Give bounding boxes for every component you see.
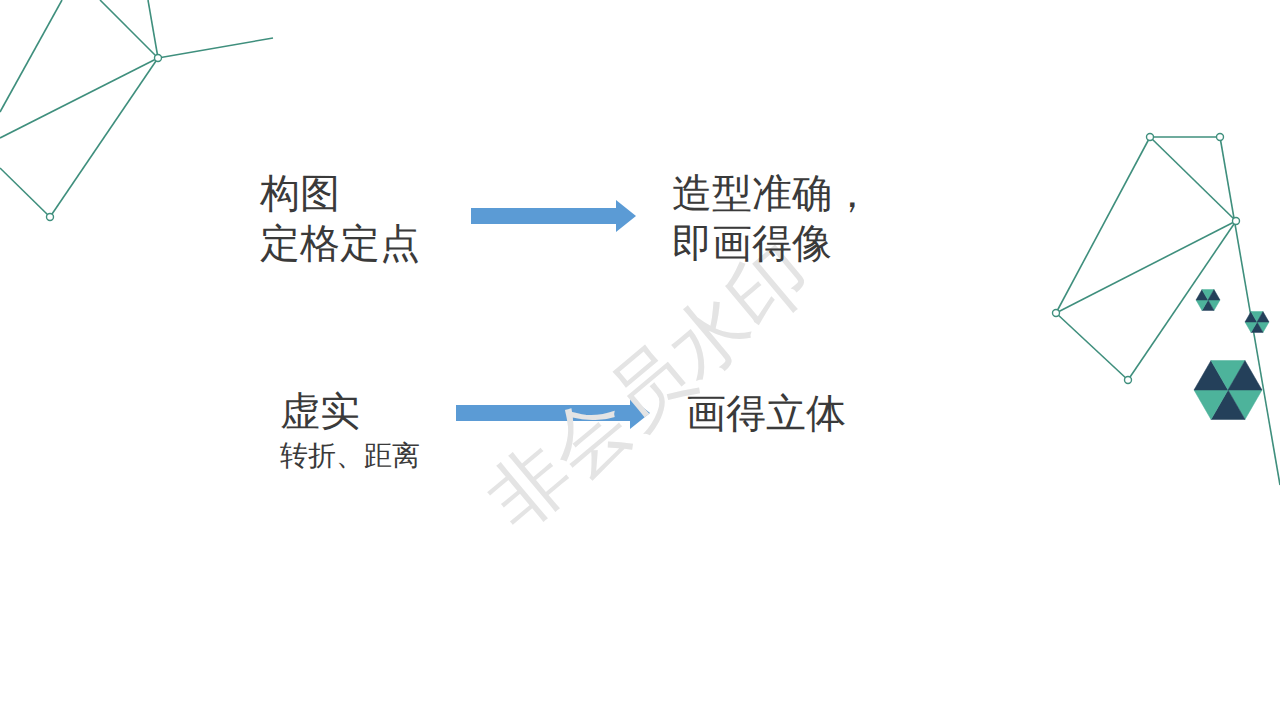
hexagon-segment [1257, 312, 1269, 322]
hexagon-segment [1228, 361, 1262, 390]
hexagon-icons [1194, 290, 1269, 420]
watermark: 非会员水印 [467, 222, 833, 553]
hexagon-segment [1194, 390, 1228, 419]
hexagon-segment [1208, 290, 1220, 300]
block-arrow [471, 200, 636, 232]
node-title: 构图 定格定点 [260, 168, 435, 268]
node-title: 画得立体 [686, 388, 846, 438]
hexagon-segment [1196, 300, 1208, 310]
text-node: 画得立体 [650, 386, 882, 440]
node-title: 造型准确， 即画得像 [672, 168, 872, 268]
node-subtitle: 转折、距离 [280, 436, 420, 475]
text-node: 造型准确， 即画得像 [636, 166, 908, 270]
hexagon-segment [1245, 322, 1257, 332]
node-title: 虚实 [280, 386, 420, 436]
text-node: 虚实转折、距离 [244, 384, 456, 477]
text-node: 构图 定格定点 [224, 166, 471, 270]
